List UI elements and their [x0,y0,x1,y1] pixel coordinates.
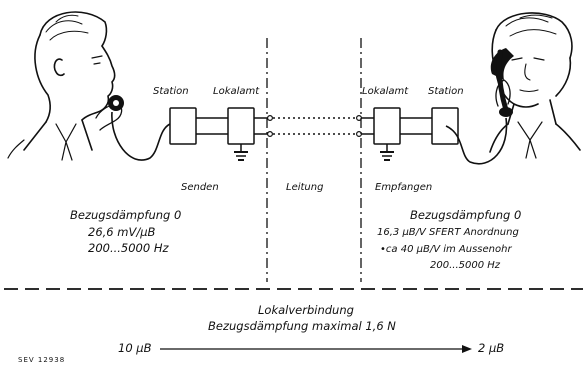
right-frequency: 200...5000 Hz [430,260,501,271]
microphone-icon [108,95,124,111]
listener-cord [445,117,508,165]
left-office-box [227,107,255,145]
right-station-label: Station [428,86,464,97]
left-frequency: 200...5000 Hz [88,241,169,255]
right-office-label: Lokalamt [362,86,409,97]
speaker-cord [111,111,171,161]
transmission-line [273,117,356,135]
left-office-label: Lokalamt [213,86,260,97]
max-attenuation-label: Bezugsdämpfung maximal 1,6 N [208,319,396,333]
left-reference-title: Bezugsdämpfung 0 [70,208,181,222]
speaker-figure [7,11,123,161]
left-circuit [169,107,268,161]
line-label: Leitung [286,182,323,193]
left-terminal-top [267,114,274,121]
left-station-box [169,107,197,145]
figure-caption: SEV 12938 [18,356,65,364]
right-sensitivity: 16,3 μB/V SFERT Anordnung [377,227,519,238]
telephone-receiver-icon [490,48,514,117]
listener-figure [489,12,581,159]
left-sensitivity: 26,6 mV/μB [88,225,156,239]
right-reference-title: Bezugsdämpfung 0 [410,208,521,222]
left-station-label: Station [153,86,189,97]
right-circuit [361,107,459,161]
right-office-box [373,107,401,145]
end-level-label: 2 μB [478,341,504,355]
right-ear-sensitivity: •ca 40 μB/V im Aussenohr [380,244,512,255]
receive-label: Empfangen [375,182,432,193]
left-terminal-bottom [267,131,274,138]
right-station-box [431,107,459,145]
send-label: Senden [181,182,219,193]
arrow-head-icon [462,345,472,353]
start-level-label: 10 μB [118,341,152,355]
local-connection-title: Lokalverbindung [258,303,354,317]
